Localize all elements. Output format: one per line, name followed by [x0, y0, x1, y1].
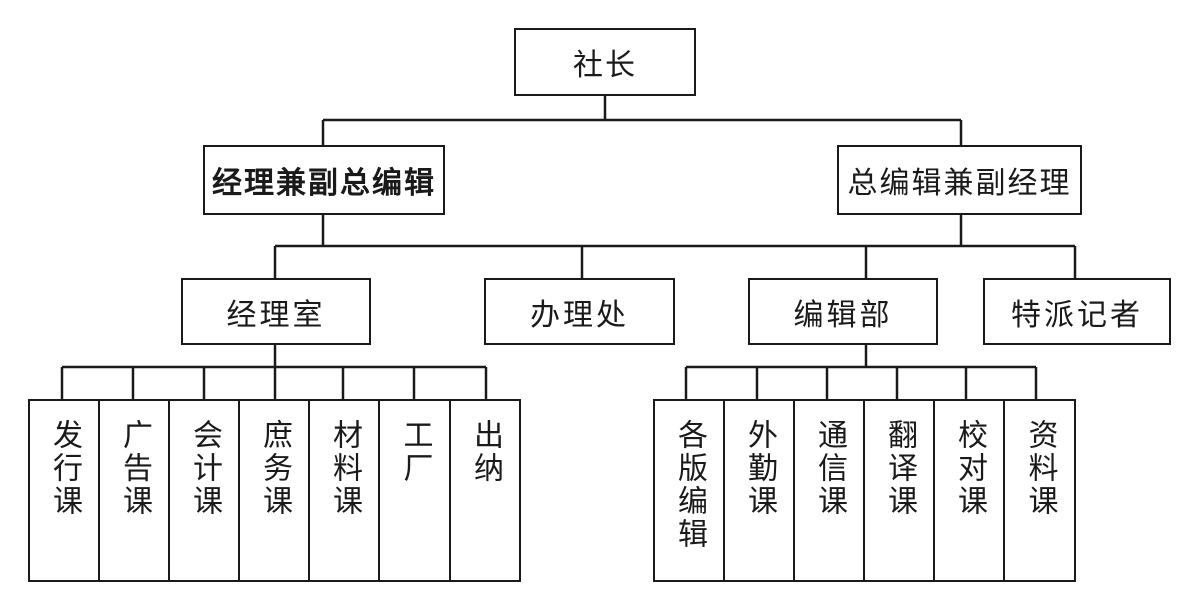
node-manager-office: 经理室: [181, 278, 371, 345]
section-page-editors-label: 各版编辑: [672, 419, 707, 551]
node-editorial-department: 编辑部: [748, 278, 938, 345]
section-advertising-label: 广告课: [117, 419, 152, 518]
node-special-correspondent-label: 特派记者: [1011, 297, 1143, 333]
section-general-affairs-label: 庶务课: [257, 419, 292, 518]
node-handling-office-label: 办理处: [530, 297, 629, 333]
section-page-editors: 各版编辑: [653, 399, 725, 582]
node-manager-deputy-editor: 经理兼副总编辑: [203, 145, 445, 215]
section-communications: 通信课: [793, 399, 865, 582]
section-communications-label: 通信课: [812, 419, 847, 518]
node-editorial-department-label: 编辑部: [793, 297, 893, 333]
node-editor-deputy-manager: 总编辑兼副经理: [837, 145, 1082, 215]
section-archives-label: 资料课: [1022, 419, 1058, 518]
section-translation-label: 翻译课: [882, 419, 917, 518]
section-materials: 材料课: [308, 399, 380, 582]
section-distribution-label: 发行课: [47, 419, 82, 518]
section-factory-label: 工厂: [397, 419, 433, 485]
section-proofreading: 校对课: [933, 399, 1005, 582]
section-field-reporting-label: 外勤课: [742, 419, 777, 518]
section-accounting: 会计课: [168, 399, 240, 582]
section-general-affairs: 庶务课: [238, 399, 310, 582]
section-archives: 资料课: [1003, 399, 1076, 582]
section-materials-label: 材料课: [327, 419, 362, 518]
node-editor-deputy-manager-label: 总编辑兼副经理: [847, 166, 1072, 201]
node-special-correspondent: 特派记者: [983, 278, 1171, 345]
node-handling-office: 办理处: [484, 278, 675, 345]
section-translation: 翻译课: [863, 399, 935, 582]
section-distribution: 发行课: [28, 399, 100, 582]
section-field-reporting: 外勤课: [723, 399, 795, 582]
section-factory: 工厂: [378, 399, 451, 582]
section-accounting-label: 会计课: [187, 419, 222, 518]
section-advertising: 广告课: [98, 399, 170, 582]
section-proofreading-label: 校对课: [952, 419, 987, 518]
node-president-label: 社长: [573, 48, 637, 83]
node-president: 社长: [514, 28, 696, 96]
node-manager-office-label: 经理室: [226, 297, 326, 333]
section-cashier-label: 出纳: [468, 419, 503, 485]
section-cashier: 出纳: [449, 399, 521, 582]
node-manager-deputy-editor-label: 经理兼副总编辑: [212, 166, 436, 201]
